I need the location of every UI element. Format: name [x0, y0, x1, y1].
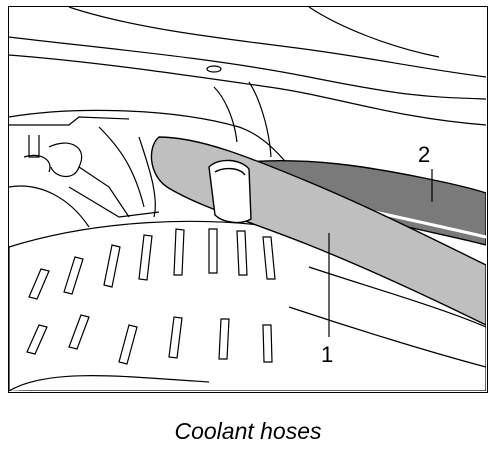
- engine-components: [9, 116, 160, 228]
- figure-caption: Coolant hoses: [174, 418, 322, 444]
- hood-panel-lines: [9, 7, 486, 178]
- callout-leaders: [328, 169, 433, 337]
- callout-label-1: 1: [321, 342, 333, 367]
- hose-clip: [208, 159, 252, 224]
- illustration-frame: 1 2: [8, 6, 488, 393]
- engine-bay-drawing: 1 2: [9, 7, 486, 391]
- callout-label-2: 2: [418, 142, 430, 167]
